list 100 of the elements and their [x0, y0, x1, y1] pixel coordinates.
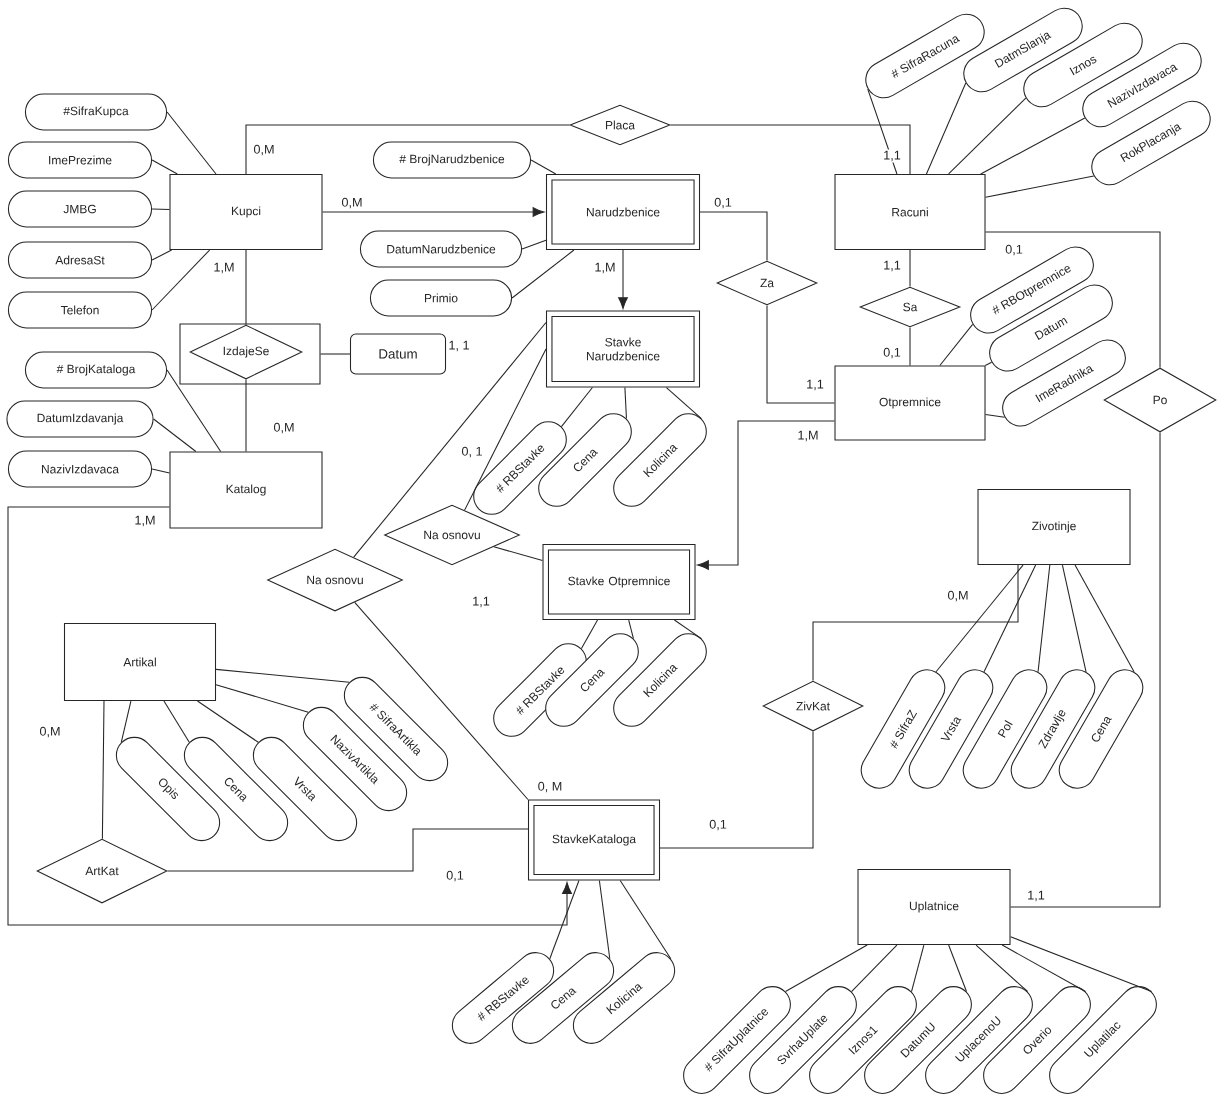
attribute-line	[628, 619, 634, 640]
attribute-line	[980, 117, 1086, 175]
attribute-box: Datum	[349, 333, 447, 375]
attribute-line	[948, 97, 1027, 175]
connector-line	[659, 731, 814, 849]
attribute-line	[511, 249, 575, 299]
attribute-line	[673, 619, 702, 640]
attribute-pill: NazivIzdavaca	[7, 450, 153, 488]
attribute-line	[850, 944, 898, 993]
arrow	[7, 506, 572, 926]
attribute-line	[153, 418, 197, 452]
entity-box: Katalog	[169, 451, 323, 529]
attribute-line	[215, 668, 350, 683]
attribute-pill: # BrojKataloga	[24, 351, 168, 389]
connector-line	[354, 601, 529, 800]
attribute-line	[530, 159, 557, 175]
arrow	[618, 249, 628, 309]
connector-line	[245, 124, 570, 175]
weak-entity-box: StavkeKataloga	[527, 799, 661, 881]
attribute-line	[665, 387, 702, 420]
connector-line	[985, 231, 1161, 368]
attribute-line	[1037, 564, 1051, 673]
attribute-line	[948, 944, 968, 993]
connector-line	[812, 564, 1019, 681]
attribute-pill: #SifraKupca	[24, 93, 168, 131]
attribute-line	[120, 700, 132, 743]
connector-line	[493, 546, 543, 561]
attribute-line	[985, 175, 1095, 198]
attribute-line	[624, 387, 627, 420]
attribute-pill: DatumIzdavanja	[6, 400, 154, 438]
attribute-line	[163, 700, 190, 743]
attribute-line	[935, 564, 1024, 673]
connector-line	[464, 348, 547, 511]
connector-line	[766, 305, 835, 404]
connector-line	[320, 353, 351, 355]
attribute-line	[983, 564, 1037, 673]
entity-box: Zivotinje	[977, 488, 1131, 566]
attribute-line	[925, 82, 967, 175]
entity-box: Kupci	[169, 173, 323, 251]
attribute-line	[151, 159, 178, 175]
cardinality-label: 1,1	[1025, 889, 1047, 903]
attribute-line	[151, 468, 170, 474]
attribute-line	[985, 413, 1006, 418]
attribute-line	[521, 239, 547, 250]
connector-line	[699, 211, 768, 261]
cardinality-label: 1,M	[796, 429, 820, 443]
cardinality-label: 1,1	[470, 595, 492, 609]
entity-box: Racuni	[834, 173, 986, 251]
cardinality-label: 0,M	[272, 421, 296, 435]
attribute-line	[151, 249, 211, 311]
connector-line	[1010, 432, 1161, 908]
attribute-pill: JMBG	[7, 190, 153, 228]
connector-line	[909, 327, 911, 366]
attribute-line	[151, 249, 173, 261]
attribute-line	[1074, 564, 1135, 673]
cardinality-label: 1,1	[881, 149, 903, 163]
cardinality-label: 1, 1	[447, 339, 471, 353]
connector-line	[670, 124, 911, 175]
attribute-line	[196, 700, 259, 743]
attribute-line	[151, 208, 170, 211]
attribute-pill: ImePrezime	[7, 141, 153, 179]
arrow	[322, 207, 545, 217]
cardinality-label: 0,1	[707, 818, 729, 832]
attribute-pill: # BrojNarudzbenice	[372, 141, 532, 179]
attribute-line	[867, 88, 898, 175]
attribute-line	[598, 880, 611, 960]
attribute-line	[1001, 944, 1087, 993]
cardinality-label: 0,M	[252, 143, 276, 157]
cardinality-label: 0,1	[1003, 243, 1025, 257]
attribute-line	[619, 880, 672, 960]
connector-line	[245, 379, 247, 452]
entity-box: Otpremnice	[834, 365, 986, 441]
attribute-line	[984, 361, 993, 366]
cardinality-label: 0,1	[712, 196, 734, 210]
attribute-line	[560, 387, 593, 428]
attribute-line	[975, 944, 1029, 993]
connector-line	[245, 249, 247, 325]
cardinality-label: 1,M	[212, 261, 236, 275]
cardinality-label: 1,M	[593, 261, 617, 275]
attribute-line	[215, 684, 309, 713]
cardinality-label: 0,M	[38, 725, 62, 739]
attribute-pill: Primio	[369, 279, 513, 317]
attribute-pill: Telefon	[7, 291, 153, 329]
cardinality-label: 0, M	[536, 780, 564, 794]
attribute-line	[166, 111, 217, 175]
connector-line	[353, 321, 547, 558]
connector-line	[167, 828, 529, 872]
cardinality-label: 1,1	[804, 378, 826, 392]
entity-box: Uplatnice	[857, 868, 1011, 946]
cardinality-label: 0,M	[340, 196, 364, 210]
attribute-line	[1061, 564, 1087, 673]
cardinality-label: 0,M	[946, 589, 970, 603]
entity-box: Artikal	[63, 622, 217, 702]
weak-entity-box: Narudzbenice	[545, 173, 701, 251]
weak-entity-box: Stavke Otpremnice	[542, 543, 696, 621]
arrow	[697, 420, 835, 570]
attribute-line	[580, 619, 599, 650]
attribute-line	[1010, 936, 1153, 993]
attribute-line	[784, 944, 868, 993]
connector-line	[909, 249, 911, 287]
